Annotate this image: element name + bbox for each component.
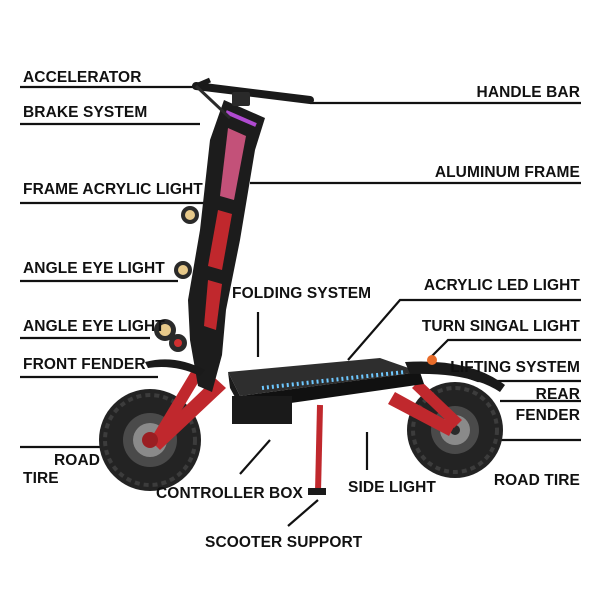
stem-frame xyxy=(188,100,265,392)
deck xyxy=(228,358,424,424)
rear-fender xyxy=(405,361,505,392)
label-turn-signal-light: TURN SINGAL LIGHT xyxy=(421,318,580,335)
label-rear-fender-line1: REAR xyxy=(535,386,580,403)
label-acrylic-led-light: ACRYLIC LED LIGHT xyxy=(423,277,580,294)
turn-signal xyxy=(427,355,437,365)
label-side-light: SIDE LIGHT xyxy=(348,479,436,496)
front-suspension xyxy=(142,365,226,450)
handlebar xyxy=(192,77,314,120)
scooter-body xyxy=(99,77,505,495)
label-scooter-support: SCOOTER SUPPORT xyxy=(205,534,363,551)
leader-lines xyxy=(20,85,581,527)
kickstand-foot xyxy=(308,488,326,495)
label-brake-system: BRAKE SYSTEM xyxy=(23,104,148,121)
kickstand xyxy=(315,404,323,493)
label-rear-fender-line2: FENDER xyxy=(515,407,580,424)
label-lifting-system: LIFTING SYSTEM xyxy=(450,359,580,376)
label-road-tire-right: ROAD TIRE xyxy=(493,472,580,489)
label-folding-system: FOLDING SYSTEM xyxy=(232,285,372,302)
leader-controller-box xyxy=(239,439,271,475)
label-accelerator: ACCELERATOR xyxy=(23,69,142,86)
label-front-fender: FRONT FENDER xyxy=(23,356,146,373)
label-road-tire-left-line1: ROAD xyxy=(54,452,101,469)
label-aluminum-frame: ALUMINUM FRAME xyxy=(434,164,580,181)
angle-eye-lights xyxy=(154,206,199,352)
label-frame-acrylic-light: FRAME ACRYLIC LIGHT xyxy=(23,181,203,198)
rear-suspension xyxy=(388,380,462,436)
label-road-tire-left-line2: TIRE xyxy=(23,470,59,487)
label-angle-eye-light-1: ANGLE EYE LIGHT xyxy=(23,260,165,277)
leader-acrylic-led-light xyxy=(347,298,581,361)
label-handle-bar: HANDLE BAR xyxy=(476,84,580,101)
label-controller-box: CONTROLLER BOX xyxy=(156,485,303,502)
leader-turn-signal-light xyxy=(429,338,581,359)
leader-scooter-support xyxy=(287,499,319,527)
front-fender xyxy=(145,359,205,376)
label-angle-eye-light-2: ANGLE EYE LIGHT xyxy=(23,318,165,335)
